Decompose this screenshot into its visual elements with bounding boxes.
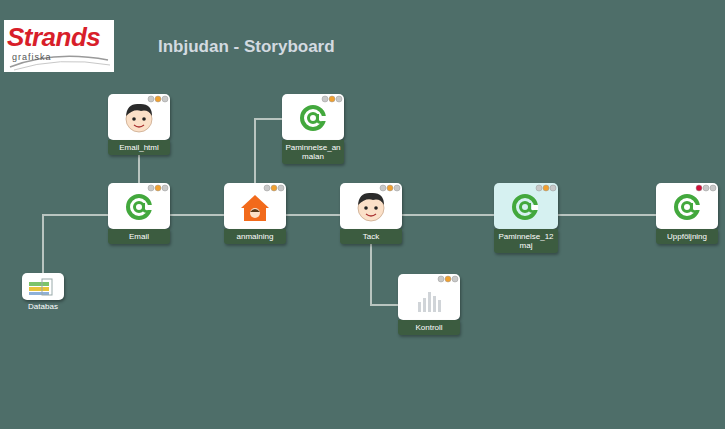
- email-html-node: Email_html: [108, 94, 170, 155]
- node-label: Paminnelse_12 maj: [494, 229, 558, 253]
- followup-node: Uppföljning: [656, 183, 718, 244]
- node-label: Email: [108, 229, 170, 244]
- database-node: Databas: [22, 273, 64, 313]
- connector: [402, 214, 494, 216]
- node-label: Email_html: [108, 140, 170, 155]
- node-label: Uppföljning: [656, 229, 718, 244]
- logo-wordmark: Strands: [7, 22, 100, 52]
- node-icon: [494, 183, 558, 229]
- node-icon: [656, 183, 718, 229]
- icon-art: [494, 183, 558, 229]
- logo-subtitle: grafiska: [12, 52, 52, 62]
- icon-art: [398, 274, 460, 320]
- node-icon: [108, 94, 170, 140]
- control-node: Kontroll: [398, 274, 460, 335]
- node-icon: [282, 94, 344, 140]
- node-label: anmalning: [224, 229, 286, 244]
- icon-art: [340, 183, 402, 229]
- connector: [286, 214, 340, 216]
- icon-art: [108, 183, 170, 229]
- node-icon: [22, 273, 64, 300]
- email-node: Email: [108, 183, 170, 244]
- diagram-title: Inbjudan - Storyboard: [158, 37, 335, 57]
- icon-art: [282, 94, 344, 140]
- node-label: Paminnelse_anmalan: [282, 140, 344, 164]
- connector: [170, 214, 224, 216]
- registration-node: anmalning: [224, 183, 286, 244]
- icon-art: [224, 183, 286, 229]
- logo: Strandsgrafiska: [4, 20, 114, 72]
- node-icon: [398, 274, 460, 320]
- connector: [371, 244, 398, 305]
- icon-art: [22, 273, 64, 300]
- node-icon: [224, 183, 286, 229]
- connector: [558, 214, 656, 216]
- reminder-node: Paminnelse_anmalan: [282, 94, 344, 164]
- node-label: Databas: [22, 300, 64, 313]
- icon-art: [108, 94, 170, 140]
- node-label: Tack: [340, 229, 402, 244]
- connector: [255, 119, 282, 183]
- reminder-node: Paminnelse_12 maj: [494, 183, 558, 253]
- connector: [138, 155, 140, 183]
- icon-art: [656, 183, 718, 229]
- connector: [43, 215, 108, 273]
- node-label: Kontroll: [398, 320, 460, 335]
- node-icon: [340, 183, 402, 229]
- thanks-node: Tack: [340, 183, 402, 244]
- node-icon: [108, 183, 170, 229]
